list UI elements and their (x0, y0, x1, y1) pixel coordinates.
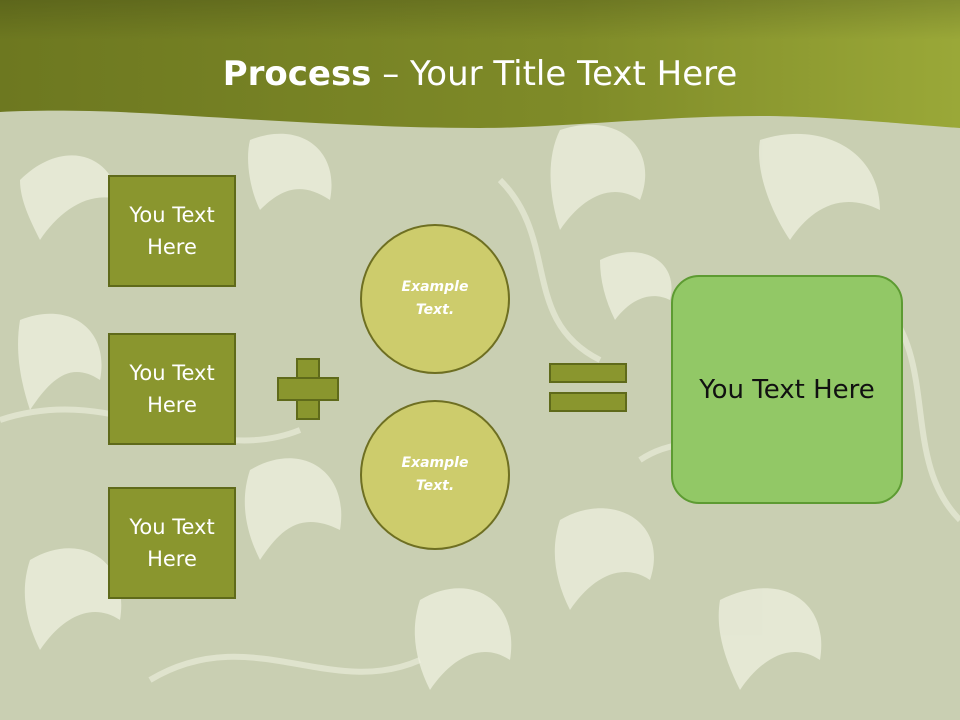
example-circle-1-label: Example Text. (401, 279, 469, 318)
text-box-3-label: You Text Here (129, 515, 215, 571)
floral-pattern (18, 124, 880, 690)
text-box-1-label: You Text Here (129, 203, 215, 259)
title-bold: Process (222, 54, 372, 94)
text-box-3[interactable]: You Text Here (108, 487, 236, 599)
example-circle-2[interactable]: Example Text. (360, 400, 510, 550)
result-box[interactable]: You Text Here (671, 275, 903, 504)
text-box-2[interactable]: You Text Here (108, 333, 236, 445)
result-box-label: You Text Here (699, 374, 875, 405)
example-circle-2-label: Example Text. (401, 455, 469, 494)
example-circle-1[interactable]: Example Text. (360, 224, 510, 374)
page-title: Process – Your Title Text Here (0, 52, 960, 96)
text-box-1[interactable]: You Text Here (108, 175, 236, 287)
text-box-2-label: You Text Here (129, 361, 215, 417)
title-rest: – Your Title Text Here (371, 54, 738, 94)
